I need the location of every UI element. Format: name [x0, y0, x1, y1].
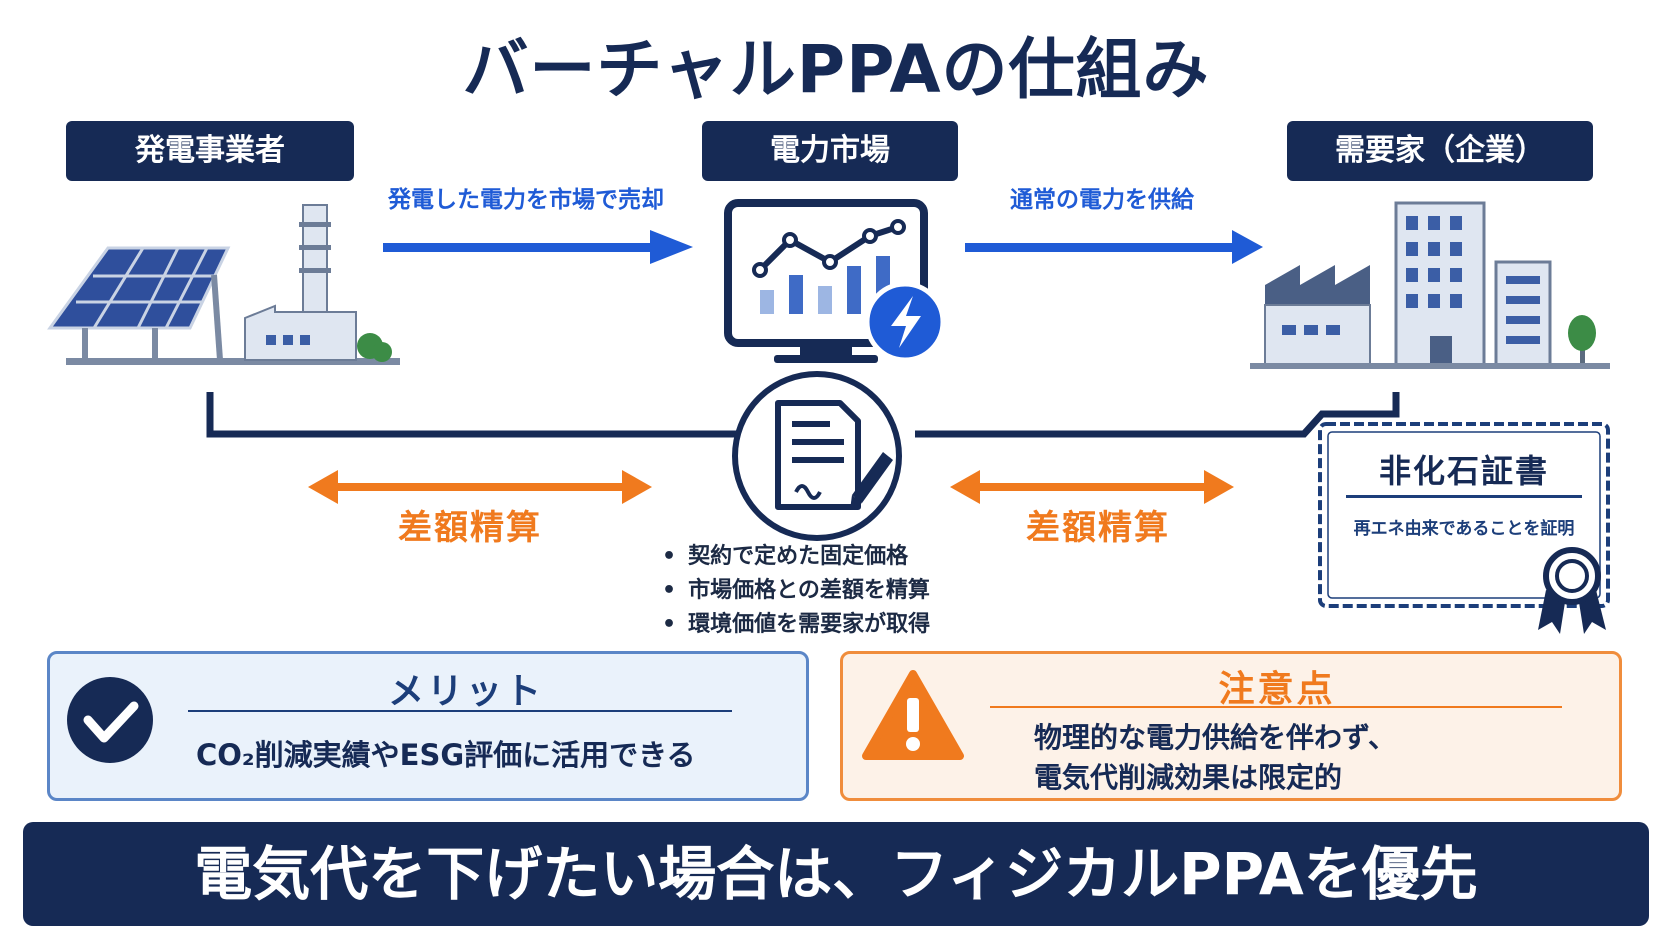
merit-divider: [188, 710, 732, 712]
factory-icon: [1264, 265, 1371, 366]
caution-divider: [990, 706, 1562, 708]
solar-panel-icon: [47, 246, 400, 365]
certificate-card: [1318, 422, 1610, 608]
settlement-arrow-left: [308, 470, 652, 504]
supply-arrow: [965, 230, 1263, 264]
caution-line-1: 物理的な電力供給を伴わず、: [1034, 721, 1397, 754]
caution-text: 物理的な電力供給を伴わず、 電気代削減効果は限定的: [1034, 718, 1396, 798]
settlement-arrow-right: [950, 470, 1234, 504]
contract-connector-lines: [206, 392, 1400, 438]
flow-supply-text: 通常の電力を供給: [1010, 187, 1194, 213]
contract-points-list: 契約で定めた固定価格 市場価格との差額を精算 環境価値を需要家が取得: [662, 540, 930, 642]
sell-arrow: [383, 230, 693, 264]
actor-market-label: 電力市場: [702, 121, 958, 181]
actor-generator-label: 発電事業者: [66, 121, 354, 181]
caution-title: 注意点: [1218, 669, 1336, 710]
warning-icon: [862, 670, 964, 760]
consumer-ground-line: [1250, 363, 1610, 369]
contract-document-icon: [732, 371, 902, 541]
pen-icon: [850, 452, 893, 510]
settlement-right-text: 差額精算: [1026, 508, 1170, 548]
factory-chimney-icon: [244, 204, 392, 362]
list-item: 市場価格との差額を精算: [662, 574, 930, 608]
settlement-left-text: 差額精算: [398, 508, 542, 548]
check-icon: [67, 677, 153, 763]
tree-icon: [1568, 315, 1596, 365]
page-title: バーチャルPPAの仕組み: [462, 31, 1210, 108]
certificate-title: 非化石証書: [1378, 452, 1549, 490]
lightning-icon: [864, 281, 946, 363]
merit-text: CO₂削減実績やESG評価に活用できる: [196, 738, 696, 772]
merit-title: メリット: [387, 671, 544, 712]
list-item: 契約で定めた固定価格: [662, 540, 930, 574]
office-building-icon: [1394, 201, 1552, 367]
conclusion-banner: 電気代を下げたい場合は、フィジカルPPAを優先: [23, 822, 1649, 926]
caution-line-2: 電気代削減効果は限定的: [1034, 761, 1343, 794]
certificate-subtitle: 再エネ由来であることを証明: [1353, 519, 1575, 539]
flow-sell-text: 発電した電力を市場で売却: [388, 187, 664, 213]
list-item: 環境価値を需要家が取得: [662, 608, 930, 642]
certificate-ribbon-icon: [1538, 547, 1606, 634]
actor-consumer-label: 需要家（企業）: [1287, 121, 1593, 181]
